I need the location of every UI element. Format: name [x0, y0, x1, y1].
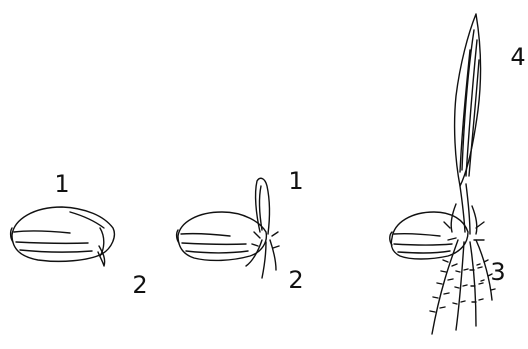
- label-stage-2-part-2: 2: [284, 268, 308, 292]
- seed-stage-1: [11, 207, 115, 266]
- label-stage-1-part-1: 1: [50, 172, 74, 196]
- label-stage-3-part-3: 3: [486, 260, 510, 284]
- seed-stage-2: [177, 178, 279, 278]
- label-stage-3-part-4: 4: [506, 45, 528, 69]
- label-stage-2-part-1: 1: [284, 169, 308, 193]
- seedling-stage-3: [390, 14, 495, 334]
- label-stage-1-part-2: 2: [128, 273, 152, 297]
